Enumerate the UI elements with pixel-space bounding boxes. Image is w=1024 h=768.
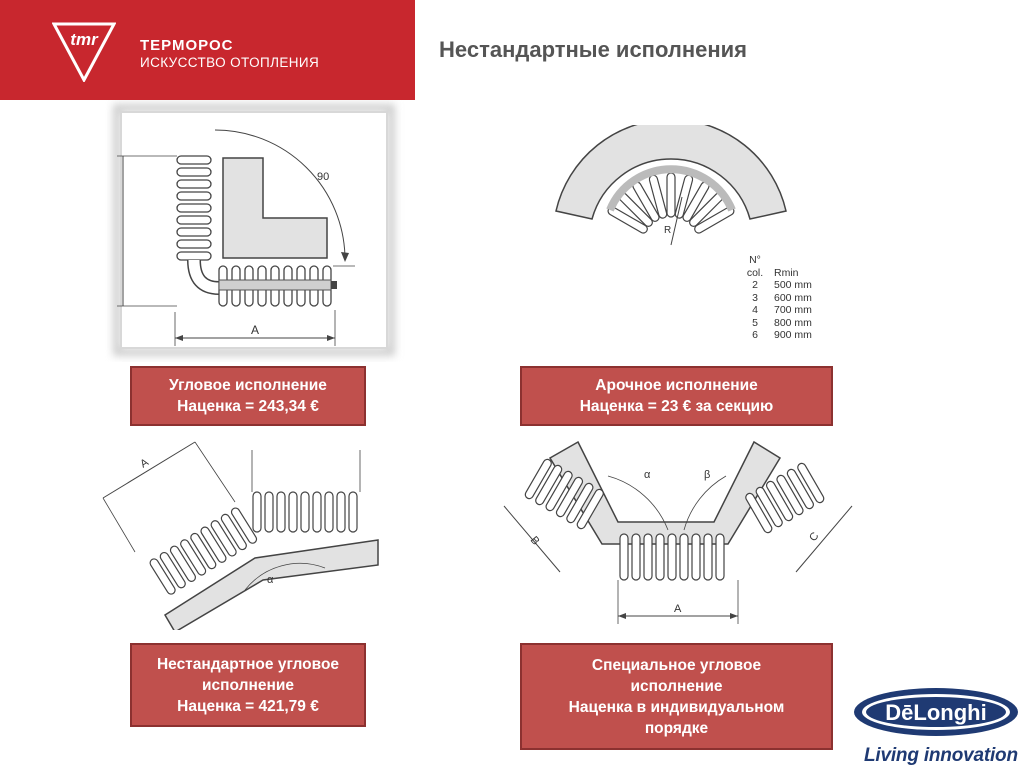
special-dim-a: A: [674, 603, 682, 615]
table-header-no: N°: [749, 254, 761, 266]
corner-angle-label: 90: [317, 171, 329, 183]
caption-corner: Угловое исполнение Наценка = 243,34 €: [130, 366, 366, 426]
arch-radius-label: R: [664, 225, 671, 236]
termoros-logo: tmr: [52, 22, 116, 82]
svg-text:DēLonghi: DēLonghi: [885, 700, 986, 725]
corner-dim-label: A: [251, 323, 259, 337]
svg-text:tmr: tmr: [70, 30, 99, 49]
corner-diagram: A 90: [113, 104, 395, 356]
special-dim-c: C: [807, 530, 821, 544]
table-col-head: col.: [746, 266, 764, 279]
special-corner-diagram: α β A B C: [503, 440, 853, 624]
nonstd-dim-label: A: [138, 456, 151, 470]
brand-name: ТЕРМОРОС: [140, 37, 234, 54]
special-alpha-label: α: [644, 469, 651, 481]
caption-special: Специальное угловое исполнение Наценка в…: [520, 643, 833, 750]
brand-tagline: ИСКУССТВО ОТОПЛЕНИЯ: [140, 55, 320, 70]
arch-diagram: R: [555, 125, 787, 246]
nonstd-angle-label: α: [267, 574, 274, 586]
caption-arch: Арочное исполнение Наценка = 23 € за сек…: [520, 366, 833, 426]
nonstd-corner-diagram: A α: [102, 441, 379, 630]
brand-block: ТЕРМОРОС ИСКУССТВО ОТОПЛЕНИЯ: [140, 37, 319, 71]
delonghi-logo: DēLonghi: [854, 688, 1018, 736]
special-beta-label: β: [704, 469, 710, 481]
delonghi-tagline: Living innovation: [864, 745, 1018, 766]
table-rmin-head: Rmin: [774, 266, 799, 279]
page-title: Нестандартные исполнения: [439, 37, 747, 62]
caption-nonstd: Нестандартное угловое исполнение Наценка…: [130, 643, 366, 727]
